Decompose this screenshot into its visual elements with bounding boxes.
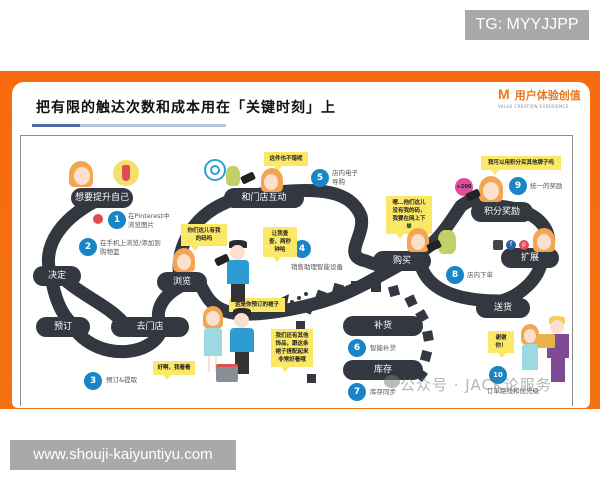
step-4-number: 4 (293, 240, 311, 258)
stage-visit-store: 去门店 (111, 317, 189, 337)
bubble-other-items: 我们还有其他饰品，跟这条裙子搭配起来非常好看哦 (271, 329, 313, 372)
stage-interact: 和门店互动 (224, 188, 304, 208)
step-9-text: 统一的奖励 (530, 182, 563, 190)
suitcase-icon (216, 364, 238, 382)
logo-mark-icon: M (498, 86, 510, 102)
step-7-number: 7 (348, 383, 366, 401)
step-6-text: 智能补货 (370, 344, 396, 352)
pinterest-icon: p (519, 240, 529, 250)
stage-delivery: 送货 (476, 298, 530, 318)
package-box-icon (537, 334, 555, 348)
shopping-bag-icon (226, 166, 240, 186)
step-10-number: 10 (489, 366, 507, 384)
brand-tagline: VALUE CREATION EXPERIENCE (498, 104, 569, 109)
step-6-number: 6 (348, 339, 366, 357)
step-3-text: 预订&提取 (106, 376, 138, 384)
brand-name: 用户体验创值 (514, 89, 581, 102)
title-underline (32, 124, 226, 127)
stage-restock: 补货 (343, 316, 423, 336)
stage-expand: 扩展 (501, 248, 559, 268)
dress-icon (113, 160, 139, 186)
stage-improve: 想要提升自己 (71, 188, 133, 208)
step-5-number: 5 (311, 169, 329, 187)
bubble-ok-look: 好啊，我看看 (153, 361, 195, 380)
step-2-number: 2 (79, 238, 97, 256)
stage-decide: 决定 (33, 266, 81, 286)
wechat-watermark-icon (384, 375, 400, 388)
step-8-text: 店内下单 (467, 271, 493, 279)
step-8-number: 8 (446, 266, 464, 284)
step-1-text: 在Pinterest中浏览图片 (128, 212, 170, 229)
wifi-icon (204, 159, 226, 181)
bubble-do-you-have: 你们这儿有我的码吗 (181, 224, 227, 251)
bubble-not-in-store: 嗯…他们这儿没有我的码，我要在网上下单 (386, 196, 432, 239)
facebook-icon: f (506, 240, 516, 250)
step-2-text: 在手机上浏览/添加到购物篮 (100, 239, 161, 256)
tg-badge: TG: MYYJJPP (465, 10, 589, 40)
step-10-text: 订单路线和优先级 (487, 387, 539, 395)
step-1-number: 1 (108, 211, 126, 229)
watermark-text: 公众号 · JACK论服务 (400, 376, 552, 394)
bubble-thank-you: 谢谢你！ (488, 331, 514, 358)
pinterest-small-icon (93, 214, 103, 224)
money-bag-icon (438, 230, 456, 254)
bubble-let-me-check: 让我查查，两秒钟哈 (263, 227, 297, 262)
step-9-number: 9 (509, 177, 527, 195)
stage-purchase: 购买 (373, 251, 431, 271)
bubble-this-is-nice: 这件也不错呢 (264, 152, 308, 171)
url-badge: www.shouji-kaiyuntiyu.com (10, 440, 236, 470)
step-3-number: 3 (84, 372, 102, 390)
instagram-icon (493, 240, 503, 250)
step-5-text: 店内电子导购 (332, 169, 358, 186)
stage-points: 积分奖励 (471, 202, 533, 222)
journey-diagram: 想要提升自己 决定 预订 去门店 浏览 和门店互动 购买 积分奖励 扩展 送货 … (20, 135, 573, 406)
underline-progress (32, 124, 80, 127)
stage-inventory: 库存 (343, 360, 423, 380)
brand-logo: M 用户体验创值 VALUE CREATION EXPERIENCE (498, 84, 581, 109)
slide-title: 把有限的触达次数和成本用在「关键时刻」上 (36, 100, 336, 116)
stage-order: 预订 (36, 317, 90, 337)
step-7-text: 库存同步 (370, 388, 396, 396)
stage-browse: 浏览 (157, 272, 207, 292)
bubble-use-points: 我可以用积分买其他牌子吗 (481, 156, 561, 175)
step-4-text: 销售助理智能设备 (291, 263, 343, 271)
